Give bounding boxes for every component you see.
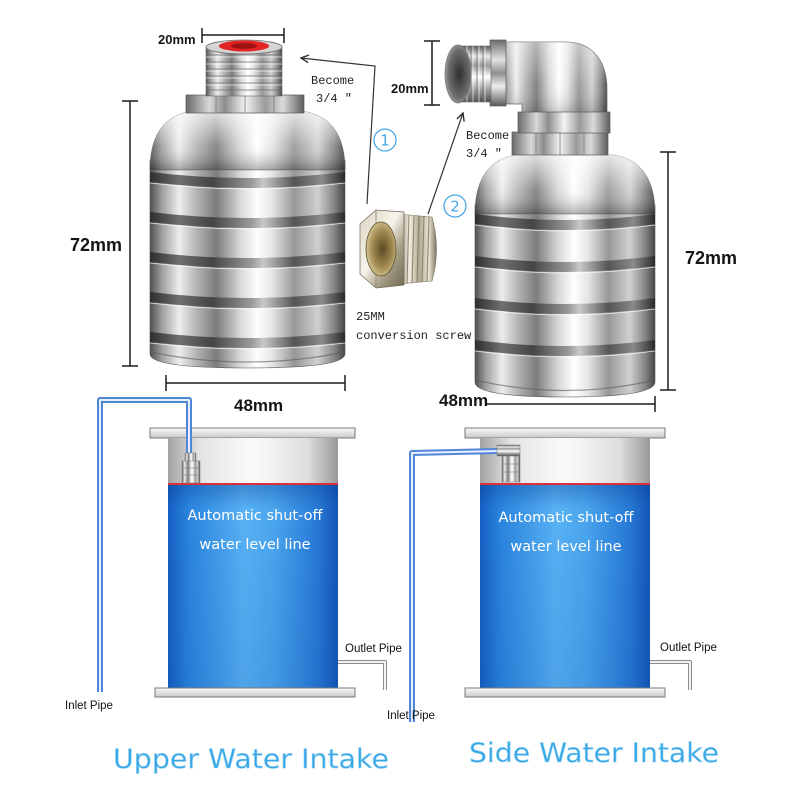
tank-side-intake: Automatic shut-off water level line — [409, 427, 692, 722]
water-line-text-1: Automatic shut-off — [499, 510, 635, 526]
water-line-text-1: Automatic shut-off — [188, 508, 324, 524]
upper-note-line2: 3/4 ″ — [316, 92, 352, 106]
elbow-bottom-collar — [517, 111, 611, 134]
conversion-screw — [359, 209, 437, 289]
inlet-pipe-label: Inlet Pipe — [387, 710, 435, 722]
tank-upper-intake: Automatic shut-off water level line — [97, 397, 387, 698]
step-2-marker: 2 — [443, 194, 467, 218]
tank-bottom-rim — [464, 687, 666, 698]
elbow-opening — [444, 44, 472, 104]
step-2-number: 2 — [450, 198, 460, 216]
height-line — [122, 100, 138, 367]
fitting-width-label: 20mm — [158, 32, 196, 47]
height-label: 72mm — [685, 248, 737, 268]
side-note-line1: Become — [466, 129, 509, 143]
caption-side-water-intake: Side Water Intake — [469, 738, 719, 769]
water-line-text-2: water level line — [510, 539, 621, 555]
tank-top-rim — [464, 427, 666, 439]
diameter-label: 48mm — [439, 391, 488, 410]
screw-bore — [365, 221, 397, 277]
float-bottom-edge — [474, 379, 656, 392]
fitting-width-line — [424, 40, 440, 106]
tank-bottom-rim — [154, 687, 356, 698]
step-1-number: 1 — [380, 132, 390, 150]
fitting-width-label: 20mm — [391, 81, 429, 96]
elbow-collar — [489, 39, 507, 107]
screw-label-line1: 25MM — [356, 310, 385, 324]
diameter-label: 48mm — [234, 396, 283, 415]
inlet-pipe-label: Inlet Pipe — [65, 700, 113, 712]
height-line — [660, 151, 676, 391]
diameter-line — [487, 396, 656, 412]
float-bottom-edge — [149, 351, 346, 363]
float-grooves — [474, 214, 656, 358]
float-grooves — [149, 172, 346, 350]
upper-float-dimensions: 20mm 72mm 48mm — [70, 28, 346, 415]
tank-top-rim — [149, 427, 356, 439]
float-valve-side — [444, 39, 656, 398]
nipple-threads — [206, 54, 282, 91]
caption-upper-water-intake: Upper Water Intake — [113, 744, 389, 775]
screw-label-line2: conversion screw — [356, 329, 472, 343]
water-line-text-2: water level line — [199, 537, 310, 553]
diameter-line — [165, 375, 346, 391]
fitting-width-line — [201, 28, 285, 43]
height-label: 72mm — [70, 235, 122, 255]
float-valve-upper — [149, 39, 346, 369]
step-1-marker: 1 — [373, 128, 397, 152]
arrow-to-side-fitting — [427, 113, 463, 215]
outlet-pipe-label: Outlet Pipe — [660, 642, 717, 654]
mini-float — [496, 444, 521, 483]
side-float-dimensions: 20mm 72mm 48mm — [391, 40, 737, 412]
float-body — [474, 204, 656, 398]
upper-note-line1: Become — [311, 74, 354, 88]
mini-float — [181, 452, 201, 484]
arrow-to-upper-fitting — [301, 58, 376, 205]
outlet-pipe-label: Outlet Pipe — [345, 643, 402, 655]
side-note-line2: 3/4 ″ — [466, 147, 502, 161]
